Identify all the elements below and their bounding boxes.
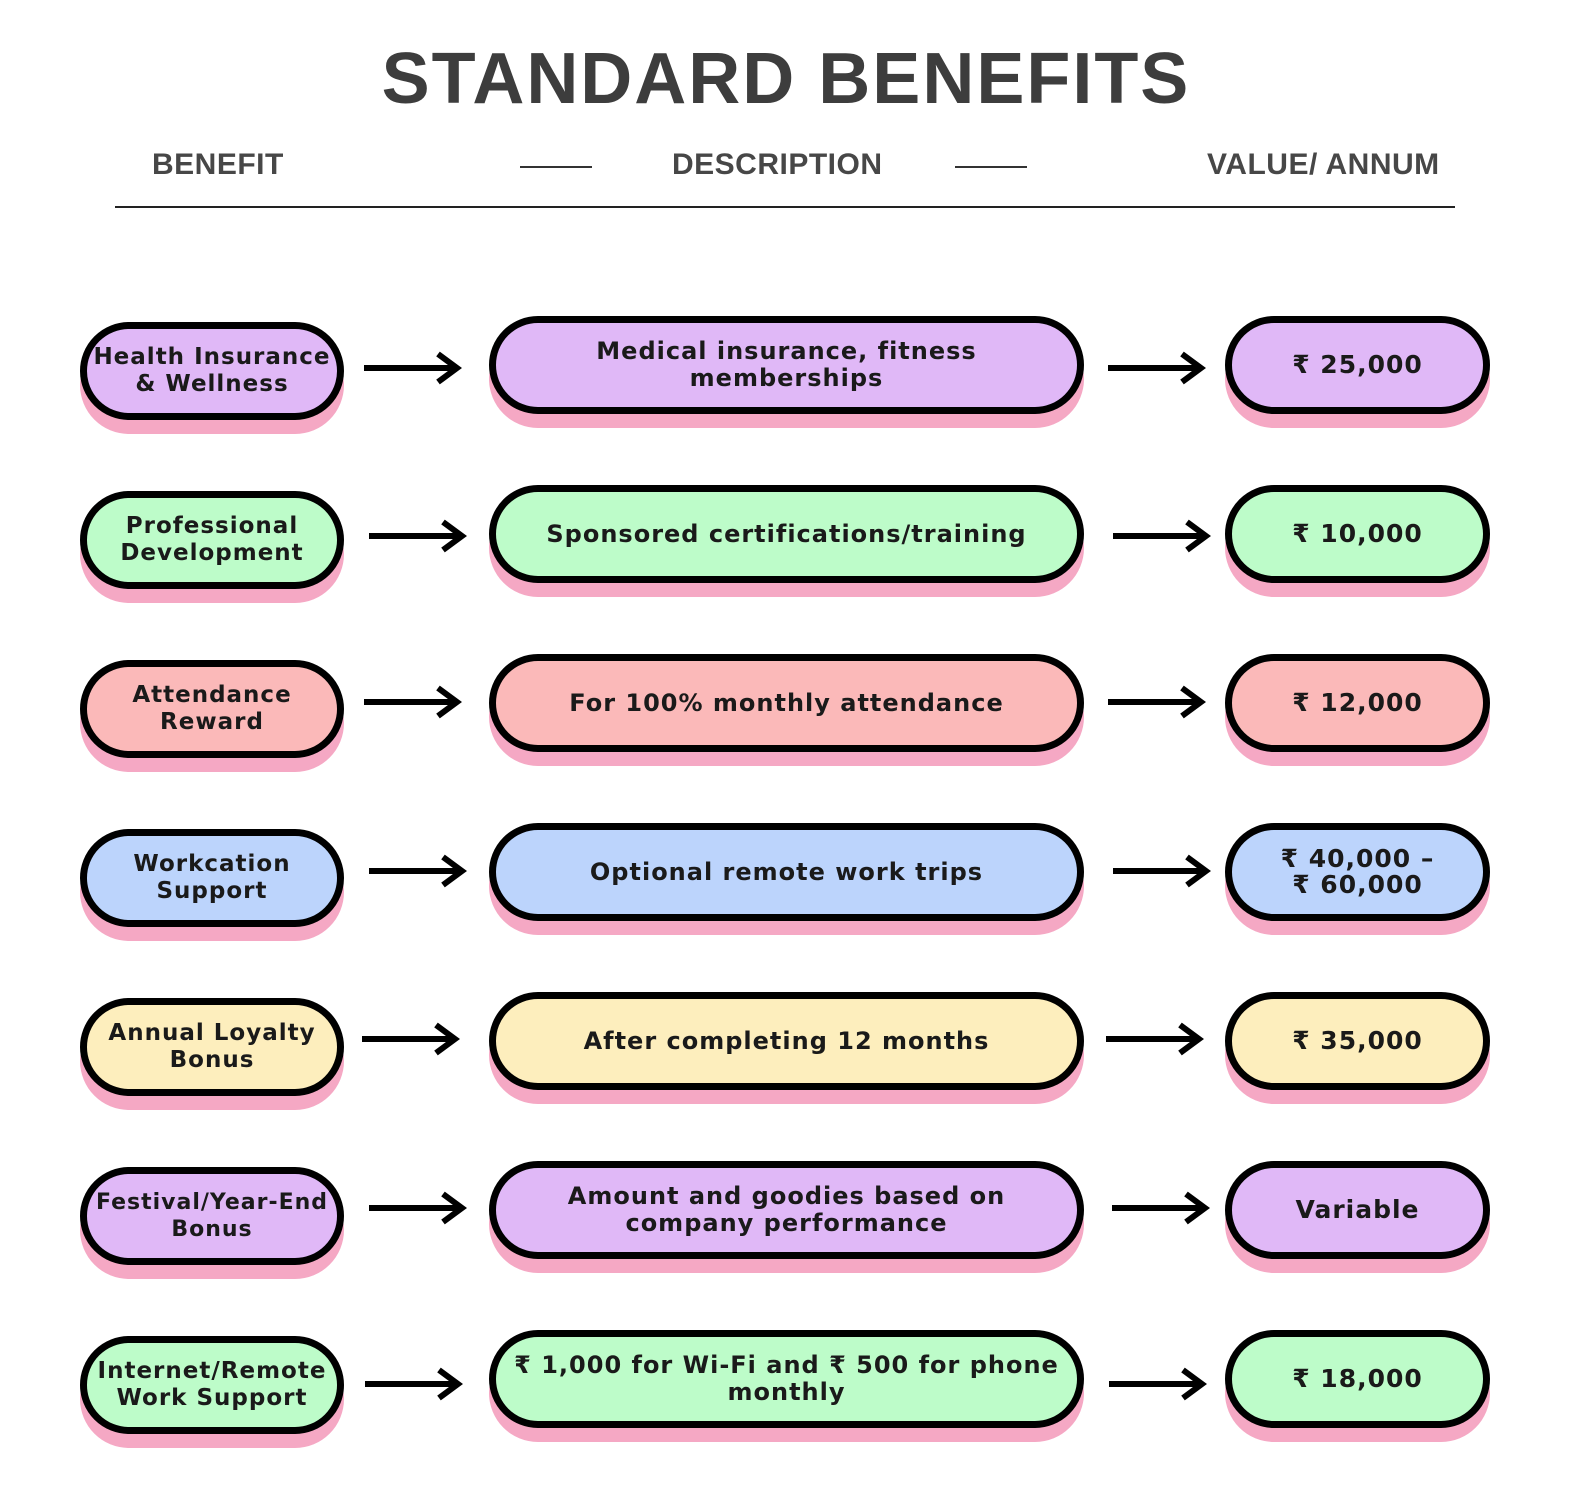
benefit-pill: Festival/Year-End Bonus [80, 1167, 344, 1265]
description-label: Medical insurance, fitness memberships [596, 337, 977, 392]
value-pill: ₹ 10,000 [1225, 485, 1490, 583]
benefit-pill: Internet/Remote Work Support [80, 1336, 344, 1434]
description-label: After completing 12 months [583, 1026, 990, 1055]
header-divider [115, 206, 1455, 208]
value-label: ₹ 10,000 [1292, 519, 1423, 548]
value-pill: ₹ 40,000 – ₹ 60,000 [1225, 823, 1490, 921]
benefit-pill: Professional Development [80, 491, 344, 589]
arrow-right-icon [369, 1191, 467, 1225]
description-pill: Medical insurance, fitness memberships [489, 316, 1084, 414]
value-label: Variable [1295, 1195, 1420, 1224]
description-pill: Amount and goodies based on company perf… [489, 1161, 1084, 1259]
benefit-label: Internet/Remote Work Support [97, 1358, 327, 1411]
value-label: ₹ 18,000 [1292, 1364, 1423, 1393]
benefit-label: Attendance Reward [132, 682, 292, 735]
description-label: Sponsored certifications/training [546, 519, 1027, 548]
benefit-pill: Attendance Reward [80, 660, 344, 758]
value-label: ₹ 35,000 [1292, 1026, 1423, 1055]
arrow-right-icon [362, 1022, 460, 1056]
description-label: Amount and goodies based on company perf… [567, 1182, 1006, 1237]
arrow-right-icon [365, 1367, 463, 1401]
description-pill: ₹ 1,000 for Wi-Fi and ₹ 500 for phone mo… [489, 1330, 1084, 1428]
arrow-right-icon [364, 351, 462, 385]
arrow-right-icon [1113, 854, 1211, 888]
value-label: ₹ 25,000 [1292, 350, 1423, 379]
benefit-label: Professional Development [120, 513, 304, 566]
benefit-pill: Health Insurance & Wellness [80, 322, 344, 420]
value-label: ₹ 40,000 – ₹ 60,000 [1280, 844, 1435, 899]
column-header-description: DESCRIPTION [672, 148, 883, 181]
arrow-right-icon [1108, 351, 1206, 385]
arrow-right-icon [1112, 1191, 1210, 1225]
benefit-label: Health Insurance & Wellness [93, 344, 331, 397]
description-label: Optional remote work trips [589, 857, 984, 886]
value-pill: ₹ 12,000 [1225, 654, 1490, 752]
header-dash-left [520, 166, 592, 168]
arrow-right-icon [1113, 519, 1211, 553]
description-pill: For 100% monthly attendance [489, 654, 1084, 752]
description-pill: After completing 12 months [489, 992, 1084, 1090]
arrow-right-icon [369, 854, 467, 888]
benefit-label: Annual Loyalty Bonus [108, 1020, 316, 1073]
benefit-pill: Annual Loyalty Bonus [80, 998, 344, 1096]
value-pill: ₹ 25,000 [1225, 316, 1490, 414]
arrow-right-icon [364, 685, 462, 719]
benefit-pill: Workcation Support [80, 829, 344, 927]
description-pill: Optional remote work trips [489, 823, 1084, 921]
description-pill: Sponsored certifications/training [489, 485, 1084, 583]
value-pill: ₹ 18,000 [1225, 1330, 1490, 1428]
arrow-right-icon [1106, 1022, 1204, 1056]
header-dash-right [955, 166, 1027, 168]
arrow-right-icon [1109, 1367, 1207, 1401]
column-header-benefit: BENEFIT [152, 148, 284, 181]
description-label: ₹ 1,000 for Wi-Fi and ₹ 500 for phone mo… [514, 1351, 1059, 1406]
arrow-right-icon [1108, 685, 1206, 719]
page-title: STANDARD BENEFITS [381, 39, 1191, 119]
benefit-label: Workcation Support [133, 851, 291, 904]
value-label: ₹ 12,000 [1292, 688, 1423, 717]
description-label: For 100% monthly attendance [569, 688, 1004, 717]
benefit-label: Festival/Year-End Bonus [95, 1190, 329, 1242]
value-pill: Variable [1225, 1161, 1490, 1259]
value-pill: ₹ 35,000 [1225, 992, 1490, 1090]
arrow-right-icon [369, 519, 467, 553]
column-header-value: VALUE/ ANNUM [1207, 148, 1440, 181]
